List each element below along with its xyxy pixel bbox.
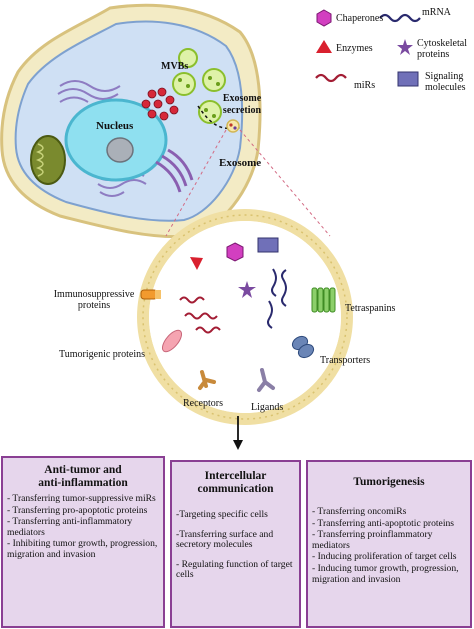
list-item: -Transferring surface and secretory mole… xyxy=(176,528,274,551)
legend-mrna-label: mRNA xyxy=(422,7,451,18)
chaperone-legend-icon xyxy=(316,9,332,27)
ligand-icon xyxy=(257,368,275,392)
mitochondrion xyxy=(30,135,66,185)
cargo-cluster xyxy=(141,87,179,121)
golgi xyxy=(155,148,194,193)
legend-chaperones-label: Chaperones xyxy=(336,13,384,24)
secretion-arrow xyxy=(197,105,235,130)
tetraspanins-label: Tetraspanins xyxy=(345,303,396,314)
mir-group xyxy=(179,296,221,334)
box-tumorigenesis-title: Tumorigenesis xyxy=(353,476,425,488)
box-intercellular-title: Intercellular communication xyxy=(197,470,274,495)
ligands-label: Ligands xyxy=(251,402,284,413)
list-item: - Inducing tumor growth, progression, mi… xyxy=(312,562,459,585)
legend-cytoskeletal-label: Cytoskeletal proteins xyxy=(417,38,467,60)
zoom-line-right xyxy=(239,129,331,237)
list-item: - Transferring oncomiRs xyxy=(312,506,407,517)
exosome-small xyxy=(226,119,240,133)
mrna-legend-icon xyxy=(379,13,421,23)
mvbs-label: MVBs xyxy=(161,61,189,72)
immunosuppressive-label: Immunosuppressive proteins xyxy=(53,289,135,311)
exosome-label: Exosome xyxy=(219,157,262,169)
zoom-line-left xyxy=(165,129,227,237)
legend-signaling-label: Signaling molecules xyxy=(425,71,466,93)
box-anti-tumor-title: Anti-tumor and anti-inflammation xyxy=(38,464,128,489)
cell xyxy=(0,3,262,239)
exosome-secretion-label: Exosome secretion xyxy=(222,93,262,116)
list-item: - Transferring tumor-suppressive miRs xyxy=(7,493,156,504)
chaperone-icon xyxy=(226,242,244,262)
mir-legend-icon xyxy=(315,73,347,83)
enzyme-icon xyxy=(190,257,203,270)
list-item: - Transferring pro-apoptotic proteins xyxy=(7,504,148,516)
mrna-group xyxy=(267,268,288,329)
mvb-vesicles xyxy=(172,48,226,124)
transporter-icon xyxy=(291,335,315,359)
legend-mirs-label: miRs xyxy=(354,80,376,91)
exosome-large xyxy=(137,209,353,425)
immunosuppressive-protein-icon xyxy=(140,289,161,300)
cytoskeletal-legend-icon xyxy=(397,39,413,55)
list-item: -Targeting specific cells xyxy=(176,509,268,520)
signaling-legend-icon xyxy=(397,71,419,87)
list-item: - Transferring anti-apoptotic proteins xyxy=(312,517,455,529)
transporters-label: Transporters xyxy=(320,355,371,366)
receptor-icon xyxy=(198,370,216,390)
tumorigenic-protein-icon xyxy=(161,329,183,353)
cytoskeletal-protein-icon xyxy=(238,281,256,298)
list-item: - Transferring anti-inflammatory mediato… xyxy=(7,516,133,538)
nucleus-label: Nucleus xyxy=(96,120,134,132)
receptors-label: Receptors xyxy=(183,398,223,409)
box-anti-tumor: Anti-tumor and anti-inflammation - Trans… xyxy=(1,456,165,628)
nucleolus xyxy=(106,137,134,163)
list-item: - Transferring proinflammatory mediators xyxy=(312,529,433,551)
box-intercellular-communication: Intercellular communication -Targeting s… xyxy=(170,460,301,628)
tetraspanin-icon xyxy=(311,287,336,313)
legend xyxy=(315,9,421,87)
list-item: - Inducing proliferation of target cells xyxy=(312,551,457,563)
list-item: - Inhibiting tumor growth, progression, … xyxy=(7,538,158,560)
tumorigenic-label: Tumorigenic proteins xyxy=(59,349,146,360)
legend-enzymes-label: Enzymes xyxy=(336,43,373,54)
enzyme-legend-icon xyxy=(316,40,332,53)
box-tumorigenesis: Tumorigenesis - Transferring oncomiRs - … xyxy=(306,460,472,628)
list-item: - Regulating function of target cells xyxy=(176,558,293,581)
signaling-molecule-icon xyxy=(257,237,279,253)
